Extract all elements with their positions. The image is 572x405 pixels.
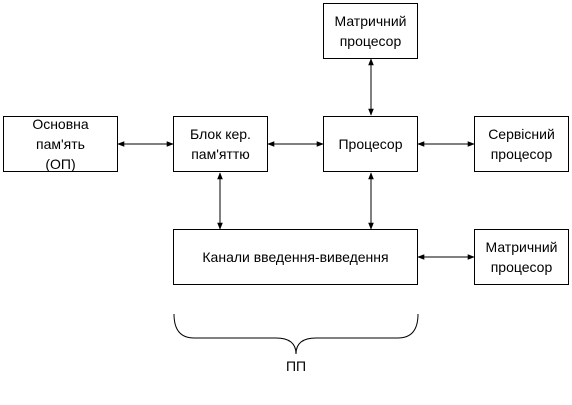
io-channels-block: Канали введення-виведення <box>173 229 418 285</box>
matrix-processor-right-block: Матричний процесор <box>474 229 569 285</box>
memory-controller-label: Блок кер. пам'яттю <box>190 126 251 162</box>
matrix-processor-right-label: Матричний процесор <box>485 239 558 275</box>
service-processor-block: Сервісний процесор <box>474 116 569 172</box>
peripheral-brace <box>173 313 419 355</box>
matrix-processor-top-label: Матричний процесор <box>334 13 407 49</box>
brace-label: ПП <box>285 358 307 374</box>
processor-block: Процесор <box>323 116 418 172</box>
main-memory-label: Основна пам'ять (ОП) <box>32 116 89 172</box>
main-memory-block: Основна пам'ять (ОП) <box>3 116 118 172</box>
memory-controller-block: Блок кер. пам'яттю <box>173 116 268 172</box>
io-channels-label: Канали введення-виведення <box>202 249 389 265</box>
processor-label: Процесор <box>338 136 403 152</box>
matrix-processor-top-block: Матричний процесор <box>323 3 418 59</box>
service-processor-label: Сервісний процесор <box>488 126 555 162</box>
